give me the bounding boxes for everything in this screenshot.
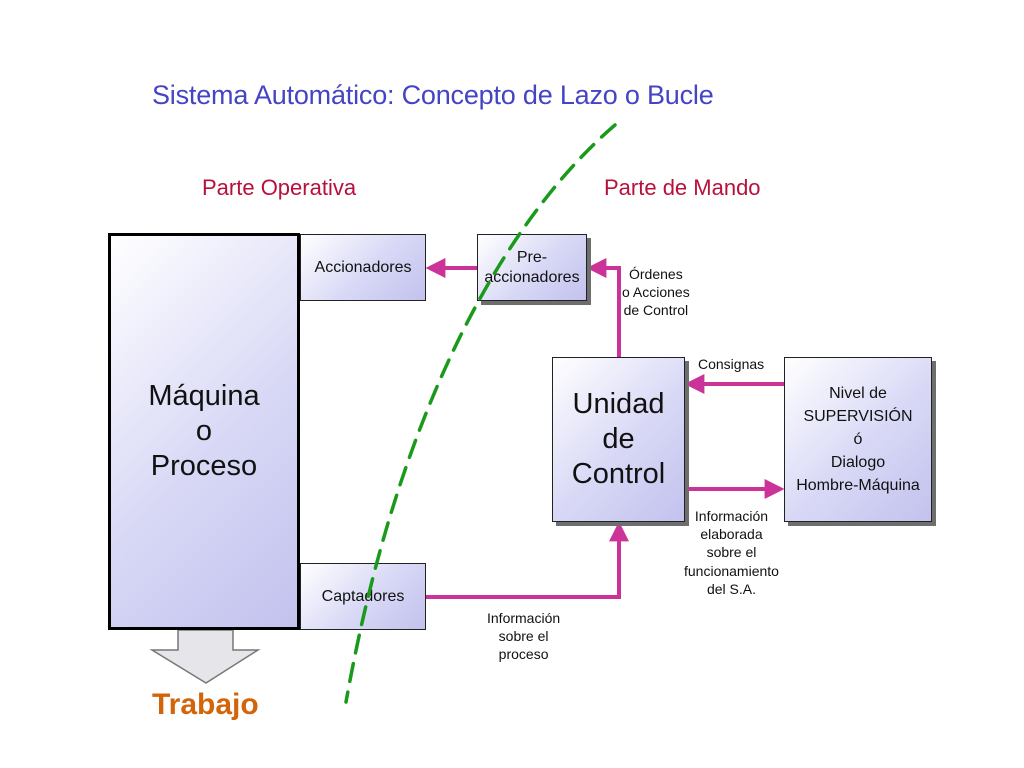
- info-elaborada-line-3: sobre el: [706, 544, 757, 561]
- nivel-line-5: Hombre-Máquina: [796, 477, 920, 495]
- trabajo-output-arrow: [149, 629, 261, 684]
- maquina-line-2: o: [195, 415, 213, 448]
- section-parte-de-mando: Parte de Mando: [604, 175, 761, 200]
- info-proceso-line-2: sobre el: [498, 628, 549, 645]
- label-ordenes: Órdenes o Acciones de Control: [622, 265, 690, 320]
- ordenes-line-2: o Acciones: [622, 284, 690, 301]
- arrow-captadores-to-control: [426, 521, 629, 599]
- accionadores-label: Accionadores: [314, 258, 412, 276]
- box-captadores: Captadores: [300, 563, 426, 630]
- nivel-line-3: ó: [853, 430, 863, 448]
- unidad-line-1: Unidad: [572, 388, 665, 421]
- box-unidad-control: Unidad de Control: [552, 357, 685, 522]
- box-accionadores: Accionadores: [300, 234, 426, 301]
- box-maquina-proceso: Máquina o Proceso: [108, 233, 300, 630]
- arrow-control-to-pre: [586, 258, 621, 357]
- info-elaborada-line-4: funcionamiento: [684, 562, 779, 579]
- ordenes-line-3: de Control: [623, 302, 689, 319]
- info-proceso-line-3: proceso: [498, 646, 549, 663]
- page-title: Sistema Automático: Concepto de Lazo o B…: [152, 80, 714, 110]
- info-elaborada-line-1: Información: [694, 508, 769, 524]
- box-nivel-supervision: Nivel de SUPERVISIÓN ó Dialogo Hombre-Má…: [784, 357, 932, 522]
- info-elaborada-line-5: del S.A.: [706, 580, 756, 597]
- preaccionadores-line-2: accionadores: [484, 268, 580, 286]
- unidad-line-2: de: [602, 423, 635, 456]
- captadores-label: Captadores: [321, 587, 405, 605]
- section-parte-operativa: Parte Operativa: [202, 175, 357, 200]
- ordenes-line-1: Órdenes: [629, 266, 683, 282]
- unidad-line-3: Control: [571, 457, 666, 490]
- output-trabajo: Trabajo: [152, 688, 259, 721]
- label-consignas: Consignas: [698, 356, 765, 372]
- preaccionadores-line-1: Pre-: [516, 248, 548, 266]
- nivel-line-1: Nivel de: [829, 384, 887, 402]
- label-info-elaborada: Información elaborada sobre el funcionam…: [684, 507, 779, 598]
- nivel-line-4: Dialogo: [830, 454, 886, 472]
- box-preaccionadores: Pre- accionadores: [477, 234, 587, 301]
- nivel-line-2: SUPERVISIÓN: [803, 407, 913, 425]
- label-info-proceso: Información sobre el proceso: [487, 609, 560, 664]
- info-elaborada-line-2: elaborada: [700, 526, 763, 543]
- maquina-line-3: Proceso: [150, 449, 258, 482]
- maquina-line-1: Máquina: [148, 380, 260, 413]
- info-proceso-line-1: Información: [487, 610, 561, 626]
